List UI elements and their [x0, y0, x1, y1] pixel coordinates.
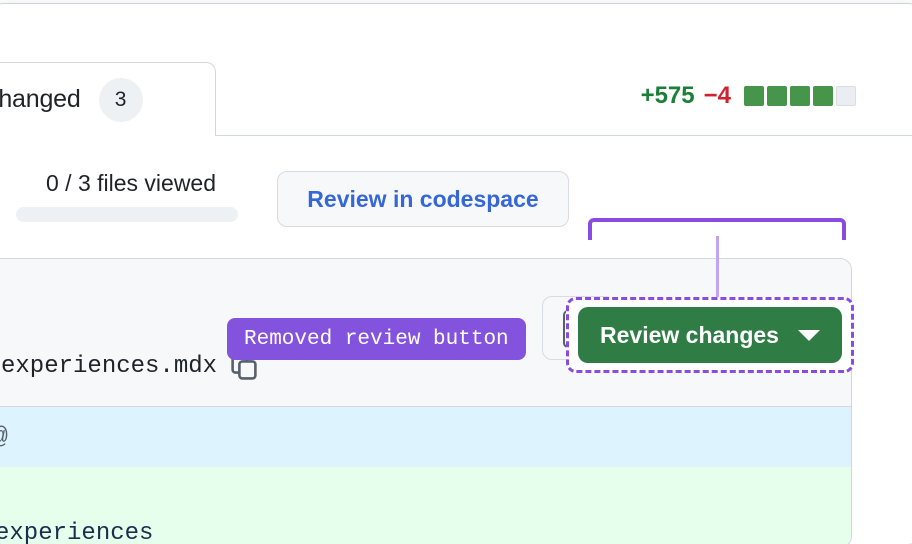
review-changes-label: Review changes — [600, 321, 779, 348]
files-viewed-group: 0 / 3 files viewed — [16, 170, 246, 222]
tab-files-changed[interactable]: s changed 3 — [0, 62, 216, 136]
review-in-codespace-button[interactable]: Review in codespace — [277, 171, 569, 227]
diff-hunk-header-text: a@ — [0, 424, 8, 451]
diff-added-line-text: experiences — [0, 520, 154, 544]
diffstat-deletions: −4 — [703, 82, 731, 109]
diffstat-block-2 — [790, 86, 810, 106]
diff-added-line-row: experiences — [0, 467, 851, 544]
chevron-down-icon[interactable] — [798, 329, 820, 341]
annotation-connector-line — [716, 236, 719, 300]
browser-window: s changed 3 +575 −4 0 / 3 files viewed R… — [0, 4, 912, 544]
diff-hunk-header-row: a@ — [0, 407, 851, 467]
page-content: s changed 3 +575 −4 0 / 3 files viewed R… — [0, 4, 912, 544]
tab-strip: s changed 3 — [0, 62, 912, 136]
diffstat-additions: +575 — [640, 82, 695, 109]
diffstat: +575 −4 — [641, 82, 856, 110]
review-in-codespace-label: Review in codespace — [307, 185, 539, 212]
annotation-callout-text: Removed review button — [244, 327, 509, 351]
diffstat-blocks — [744, 86, 856, 106]
diffstat-block-4 — [836, 86, 856, 106]
tab-files-changed-label: s changed — [0, 85, 81, 113]
file-name-row: experiences.mdx — [1, 353, 257, 380]
annotation-bracket — [588, 218, 846, 240]
tab-strip-baseline — [0, 135, 912, 136]
files-viewed-progress-bar — [16, 207, 238, 222]
review-changes-button[interactable]: Review changes — [578, 307, 842, 363]
diffstat-block-0 — [744, 86, 764, 106]
tab-files-changed-count: 3 — [98, 77, 143, 122]
annotation-callout-pill: Removed review button — [227, 318, 526, 360]
diffstat-block-3 — [813, 86, 833, 106]
diffstat-block-1 — [767, 86, 787, 106]
file-name-label: experiences.mdx — [1, 353, 218, 380]
files-viewed-label: 0 / 3 files viewed — [45, 170, 217, 196]
